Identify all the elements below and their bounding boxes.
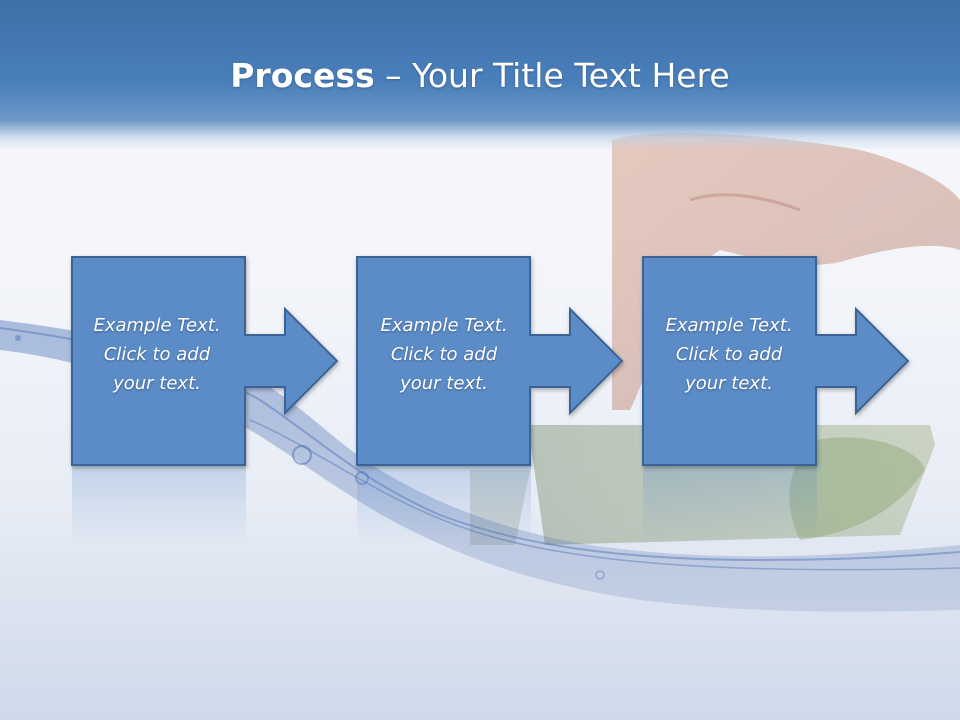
title-rest: – Your Title Text Here bbox=[374, 56, 730, 95]
step-2-arrow-box[interactable] bbox=[356, 256, 624, 466]
step-2-reflection bbox=[357, 465, 531, 545]
step-2-line-1: Example Text. bbox=[380, 315, 508, 336]
step-3-text[interactable]: Example Text. Click to add your text. bbox=[642, 311, 816, 398]
page-title[interactable]: Process – Your Title Text Here bbox=[0, 54, 960, 98]
title-bar bbox=[0, 0, 960, 150]
step-3-line-2: Click to add bbox=[675, 344, 783, 365]
step-1-reflection bbox=[72, 465, 246, 545]
step-3-line-1: Example Text. bbox=[665, 315, 793, 336]
step-2-text[interactable]: Example Text. Click to add your text. bbox=[357, 311, 531, 398]
step-1-line-2: Click to add bbox=[103, 344, 211, 365]
title-strong: Process bbox=[230, 56, 375, 95]
step-2-line-3: your text. bbox=[400, 373, 488, 394]
step-2-line-2: Click to add bbox=[390, 344, 498, 365]
step-1-text[interactable]: Example Text. Click to add your text. bbox=[70, 311, 244, 398]
step-1-arrow-box[interactable] bbox=[71, 256, 339, 466]
step-3-arrow-box[interactable] bbox=[642, 256, 910, 466]
banknote-image bbox=[470, 425, 935, 545]
step-1-line-1: Example Text. bbox=[93, 315, 221, 336]
step-3-reflection bbox=[643, 465, 817, 545]
step-3-line-3: your text. bbox=[685, 373, 773, 394]
step-1-line-3: your text. bbox=[113, 373, 201, 394]
hand-image bbox=[612, 133, 960, 411]
